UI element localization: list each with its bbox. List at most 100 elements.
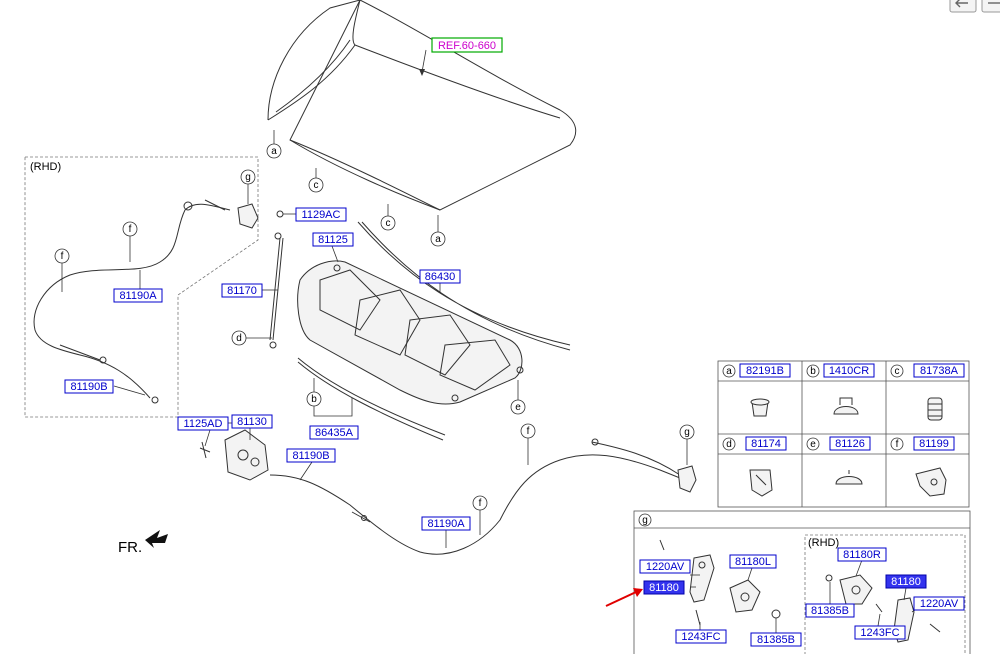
part-1129AC[interactable]: 1129AC	[295, 207, 347, 222]
part-1220AV-left-label[interactable]: 1220AV	[646, 561, 685, 573]
callouts: a c c a g f f d b e f f	[54, 130, 695, 535]
callout-g-text: g	[684, 427, 690, 438]
part-1220AV-right[interactable]: 1220AV	[913, 596, 965, 611]
part-1129AC-label[interactable]: 1129AC	[302, 209, 341, 221]
weatherstrip-86435A	[297, 357, 446, 441]
part-81180R-label[interactable]: 81180R	[843, 549, 881, 561]
part-81174[interactable]: 81174	[745, 436, 787, 451]
red-arrow-icon	[633, 588, 643, 597]
selection-arrow	[605, 588, 643, 607]
small-parts-table: a 82191B b 1410CR c 81738A d 81174	[717, 360, 970, 508]
arrow-left-icon	[955, 0, 968, 8]
rhd-right-text: (RHD)	[808, 537, 839, 549]
part-81170[interactable]: 81170	[221, 283, 263, 298]
part-1410CR-label[interactable]: 1410CR	[829, 365, 869, 377]
part-81199-label[interactable]: 81199	[919, 438, 949, 450]
part-81180-right-label[interactable]: 81180	[891, 576, 921, 588]
part-82191B-label[interactable]: 82191B	[746, 365, 784, 377]
part-81385B-left-label[interactable]: 81385B	[757, 634, 795, 646]
ref-60-660-label[interactable]: REF.60-660	[438, 40, 496, 52]
clip-icon	[833, 406, 859, 415]
callout-e-text: e	[515, 402, 521, 413]
part-86430[interactable]: 86430	[419, 269, 461, 284]
front-arrow-icon	[145, 530, 168, 548]
part-81126-label[interactable]: 81126	[835, 438, 865, 450]
callout-d	[231, 330, 247, 346]
part-81385B-right[interactable]: 81385B	[805, 603, 855, 618]
part-81190B-rhd-label[interactable]: 81190B	[70, 381, 107, 393]
part-81190B-label[interactable]: 81190B	[292, 450, 329, 462]
callout-g	[679, 424, 695, 440]
part-81385B-right-label[interactable]: 81385B	[811, 605, 849, 617]
part-86435A-label[interactable]: 86435A	[315, 427, 354, 439]
rhd-left-text: (RHD)	[30, 161, 61, 173]
part-1243FC-right-label[interactable]: 1243FC	[860, 627, 899, 639]
part-81190A-rhd-label[interactable]: 81190A	[119, 290, 157, 302]
callout-g-rhd	[240, 169, 256, 185]
callout-f-rhd-1-text: f	[129, 224, 132, 235]
table-callout-e: e	[810, 439, 816, 450]
callout-f-rhd-2	[54, 248, 70, 264]
part-1125AD-label[interactable]: 1125AD	[184, 418, 223, 430]
callout-a-1-text: a	[271, 146, 277, 157]
callout-g-rhd-text: g	[245, 172, 251, 183]
part-81190A-label[interactable]: 81190A	[427, 518, 465, 530]
callout-f-1-text: f	[527, 426, 530, 437]
part-82191B[interactable]: 82191B	[739, 363, 791, 378]
plug-icon	[835, 476, 863, 485]
part-81180-selected[interactable]: 81180	[643, 580, 685, 595]
toolbar	[949, 0, 1000, 13]
callout-f-rhd-1	[122, 221, 138, 237]
part-86430-label[interactable]: 86430	[425, 271, 456, 283]
part-81126[interactable]: 81126	[829, 436, 871, 451]
callout-c-1	[308, 177, 324, 193]
bumper-stop-icon	[927, 397, 943, 421]
part-86435A[interactable]: 86435A	[309, 425, 359, 440]
part-81190A-rhd[interactable]: 81190A	[113, 288, 163, 303]
ref-label-group[interactable]: REF.60-660	[431, 37, 503, 53]
part-81125[interactable]: 81125	[312, 232, 354, 247]
release-cable	[269, 454, 686, 555]
table-callout-f: f	[896, 439, 899, 450]
part-81199[interactable]: 81199	[913, 436, 955, 451]
part-1243FC-right[interactable]: 1243FC	[854, 625, 906, 640]
part-1410CR[interactable]: 1410CR	[823, 363, 875, 378]
part-1125AD[interactable]: 1125AD	[177, 416, 229, 431]
callout-a-2-text: a	[435, 234, 441, 245]
part-1220AV-right-label[interactable]: 1220AV	[920, 598, 959, 610]
part-81180-selected-label[interactable]: 81180	[649, 582, 679, 594]
leader-lines	[113, 213, 447, 548]
part-81174-label[interactable]: 81174	[751, 438, 781, 450]
part-1220AV-left[interactable]: 1220AV	[639, 559, 691, 574]
minus-button[interactable]	[981, 0, 1000, 13]
part-81180R[interactable]: 81180R	[837, 547, 887, 562]
hinge-left-icon	[689, 554, 715, 603]
cable-bracket	[677, 465, 697, 493]
part-81180L[interactable]: 81180L	[729, 554, 777, 569]
part-81170-label[interactable]: 81170	[227, 285, 257, 297]
part-81738A-label[interactable]: 81738A	[920, 365, 959, 377]
callout-c-1-text: c	[314, 180, 319, 191]
part-81190B-rhd[interactable]: 81190B	[64, 379, 114, 394]
front-indicator: FR.	[118, 530, 168, 556]
part-1243FC-left[interactable]: 1243FC	[675, 629, 727, 644]
part-81190A[interactable]: 81190A	[421, 516, 471, 531]
part-81130-label[interactable]: 81130	[237, 416, 267, 428]
hood-stay-rod	[269, 232, 284, 349]
table-callout-a: a	[726, 366, 732, 377]
part-81130[interactable]: 81130	[231, 414, 273, 429]
back-button[interactable]	[949, 0, 977, 13]
part-81180-right[interactable]: 81180	[885, 574, 927, 589]
part-81180L-label[interactable]: 81180L	[735, 556, 771, 568]
callout-c-2-text: c	[386, 218, 391, 229]
part-81190B[interactable]: 81190B	[286, 448, 336, 463]
callout-d-text: d	[236, 333, 242, 344]
part-1243FC-left-label[interactable]: 1243FC	[681, 631, 720, 643]
table-callout-c: c	[895, 366, 900, 377]
part-81738A[interactable]: 81738A	[913, 363, 965, 378]
part-81125-label[interactable]: 81125	[318, 234, 348, 246]
part-81385B-left[interactable]: 81385B	[750, 632, 802, 647]
hinge-detail-panel: g (RHD) 1220AV 81180	[605, 510, 971, 654]
hood-inner-panel	[297, 260, 524, 405]
